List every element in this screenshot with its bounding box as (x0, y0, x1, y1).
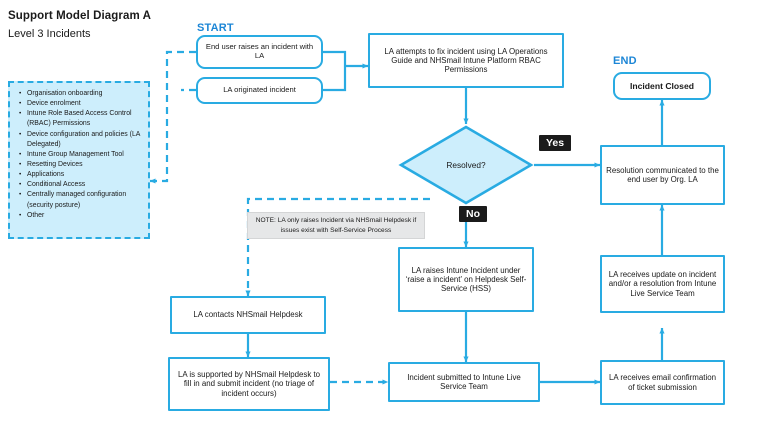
node-decision-resolved[interactable]: Resolved? (398, 124, 534, 206)
conn-scope-dashed-a (149, 50, 196, 184)
note-box: NOTE: LA only raises Incident via NHSmai… (247, 212, 425, 239)
end-label: END (613, 55, 637, 67)
page-subtitle: Level 3 Incidents (8, 28, 91, 40)
list-item: Resetting Devices (19, 160, 144, 170)
node-resolution-communicated[interactable]: Resolution communicated to the end user … (600, 145, 725, 205)
node-incident-submitted[interactable]: Incident submitted to Intune Live Servic… (388, 362, 540, 402)
list-item: Organisation onboarding (19, 89, 144, 99)
list-item: Intune Group Management Tool (19, 150, 144, 160)
edge-label-no: No (459, 206, 487, 222)
list-item: Conditional Access (19, 180, 144, 190)
list-item: Other (19, 211, 144, 221)
node-la-supported-by-helpdesk[interactable]: LA is supported by NHSmail Helpdesk to f… (168, 357, 330, 411)
node-la-originated-incident[interactable]: LA originated incident (196, 77, 323, 104)
list-item: Intune Role Based Access Control (RBAC) … (19, 109, 144, 129)
list-item: Centrally managed configuration (securit… (19, 190, 144, 210)
scope-bullet-panel: Organisation onboarding Device enrolment… (8, 81, 150, 239)
node-incident-closed[interactable]: Incident Closed (613, 72, 711, 100)
diamond-shape (398, 125, 534, 205)
node-la-raises-intune-incident[interactable]: LA raises Intune Incident under ‘raise a… (398, 247, 534, 312)
start-label: START (197, 22, 234, 34)
node-la-receives-email[interactable]: LA receives email confirmation of ticket… (600, 360, 725, 405)
list-item: Device enrolment (19, 99, 144, 109)
node-la-receives-update[interactable]: LA receives update on incident and/or a … (600, 255, 725, 313)
conn-start-merge (323, 50, 347, 92)
scope-bullet-list: Organisation onboarding Device enrolment… (16, 89, 144, 221)
node-la-attempts-fix[interactable]: LA attempts to fix incident using LA Ope… (368, 33, 564, 88)
edge-label-yes: Yes (539, 135, 572, 151)
node-la-contacts-helpdesk[interactable]: LA contacts NHSmail Helpdesk (170, 296, 326, 334)
node-end-user-raises-incident[interactable]: End user raises an incident with LA (196, 35, 323, 69)
decision-label: Resolved? (446, 160, 486, 170)
page-title: Support Model Diagram A (8, 10, 152, 22)
list-item: Device configuration and policies (LA De… (19, 130, 144, 150)
list-item: Applications (19, 170, 144, 180)
